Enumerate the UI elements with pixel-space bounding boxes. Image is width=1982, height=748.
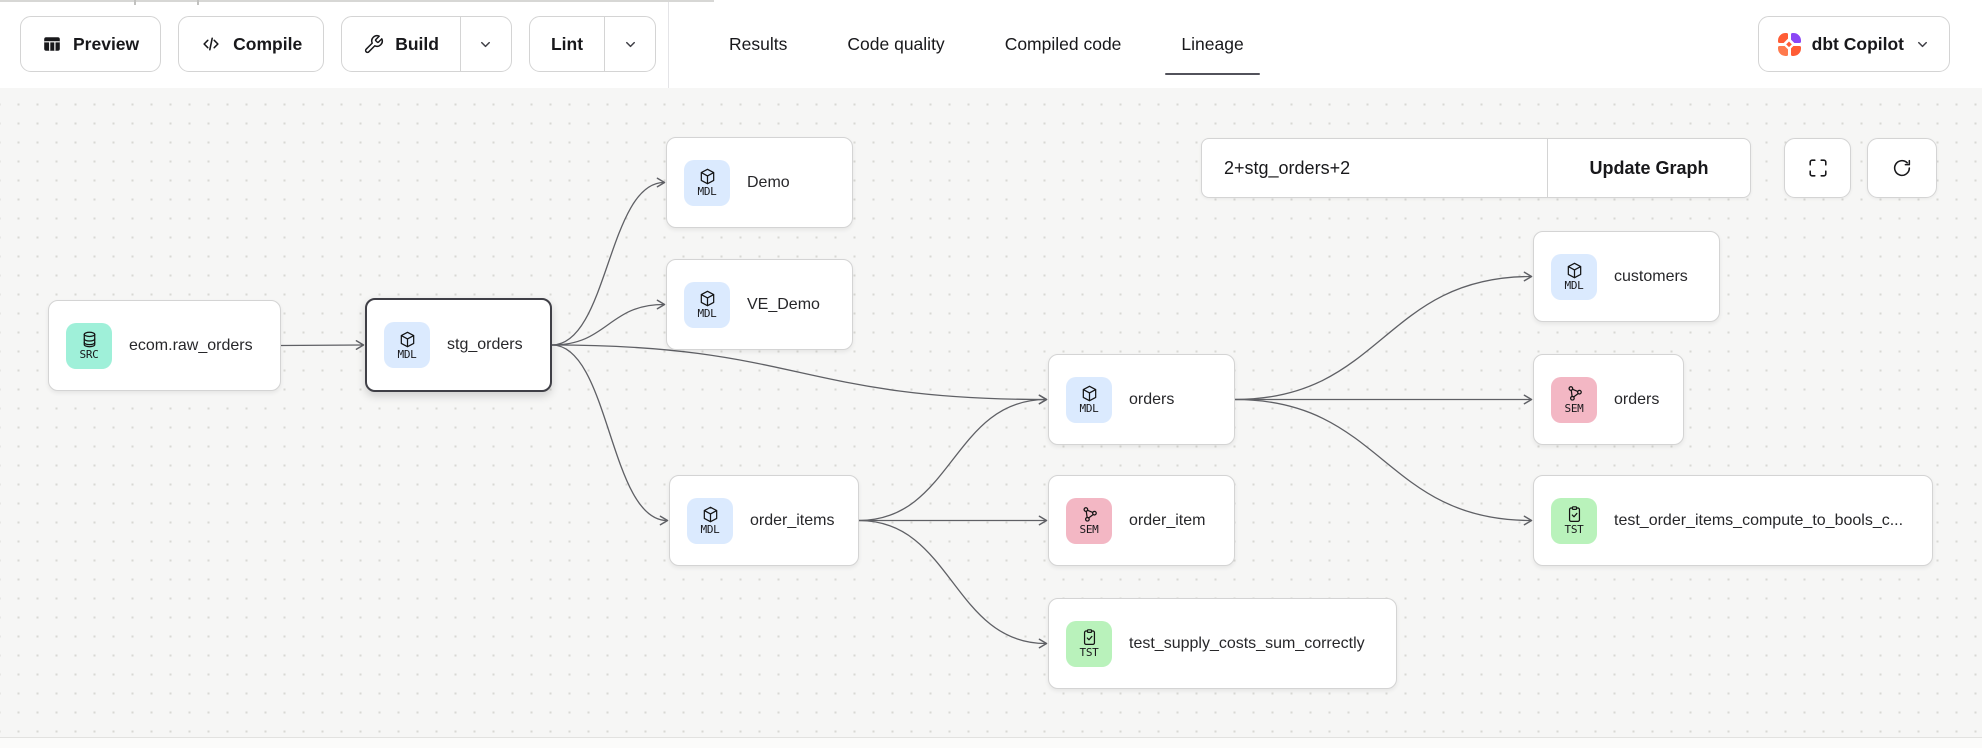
node-type-label: TST bbox=[1079, 646, 1099, 660]
lineage-selector: 2+stg_orders+2 Update Graph bbox=[1201, 138, 1751, 198]
node-label: stg_orders bbox=[447, 336, 523, 353]
toolbar: Preview Compile Build Lint Results Code qual… bbox=[0, 0, 1982, 88]
code-icon bbox=[200, 33, 222, 55]
wrench-icon bbox=[363, 34, 384, 55]
node-type-badge: TST bbox=[1066, 620, 1112, 667]
node-type-badge: MDL bbox=[684, 281, 730, 328]
node-type-label: SEM bbox=[1564, 402, 1584, 416]
refresh-button[interactable] bbox=[1867, 138, 1937, 198]
node-type-label: SEM bbox=[1079, 523, 1099, 537]
node-type-label: MDL bbox=[697, 307, 717, 321]
cube-icon bbox=[698, 289, 717, 308]
node-type-label: MDL bbox=[700, 523, 720, 537]
node-type-badge: MDL bbox=[384, 322, 430, 368]
lineage-node-test_supply[interactable]: TST test_supply_costs_sum_correctly bbox=[1048, 598, 1397, 689]
lineage-node-customers[interactable]: MDL customers bbox=[1533, 231, 1720, 322]
tab-lineage[interactable]: Lineage bbox=[1165, 0, 1261, 88]
editor-pane-edge bbox=[0, 0, 714, 5]
node-label: ecom.raw_orders bbox=[129, 336, 253, 354]
clipboard-check-icon bbox=[1080, 628, 1099, 647]
node-label: customers bbox=[1614, 267, 1688, 285]
selector-input[interactable]: 2+stg_orders+2 bbox=[1202, 139, 1548, 197]
cube-icon bbox=[398, 330, 417, 349]
toolbar-divider bbox=[668, 0, 670, 88]
node-label: orders bbox=[1614, 390, 1660, 408]
build-button[interactable]: Build bbox=[341, 16, 512, 72]
lint-button[interactable]: Lint bbox=[528, 16, 657, 72]
cube-icon bbox=[1080, 384, 1099, 403]
node-type-badge: MDL bbox=[684, 159, 730, 206]
node-type-badge: MDL bbox=[687, 497, 733, 544]
compile-button[interactable]: Compile bbox=[178, 16, 325, 72]
tab-results[interactable]: Results bbox=[729, 33, 788, 54]
node-type-label: MDL bbox=[697, 185, 717, 199]
lineage-node-stg_orders[interactable]: MDL stg_orders bbox=[365, 298, 552, 392]
node-type-badge: MDL bbox=[1066, 376, 1112, 423]
lineage-node-test_order_items[interactable]: TST test_order_items_compute_to_bools_c..… bbox=[1533, 475, 1933, 566]
tab-compiled-code[interactable]: Compiled code bbox=[1004, 33, 1122, 54]
graph-icon bbox=[1565, 384, 1584, 403]
lineage-node-orders_mdl[interactable]: MDL orders bbox=[1048, 354, 1235, 445]
database-icon bbox=[80, 330, 99, 349]
chevron-down-icon bbox=[623, 37, 638, 52]
fullscreen-button[interactable] bbox=[1784, 138, 1851, 198]
node-type-badge: SEM bbox=[1066, 497, 1112, 544]
node-label: Demo bbox=[747, 173, 790, 191]
fullscreen-icon bbox=[1807, 157, 1829, 179]
node-label: test_supply_costs_sum_correctly bbox=[1129, 634, 1365, 652]
dbt-copilot-button[interactable]: dbt Copilot bbox=[1757, 16, 1950, 72]
chevron-down-icon bbox=[478, 37, 493, 52]
node-label: test_order_items_compute_to_bools_c... bbox=[1614, 511, 1904, 529]
node-label: VE_Demo bbox=[747, 295, 820, 313]
lint-dropdown-button[interactable] bbox=[604, 17, 655, 71]
node-type-badge: SRC bbox=[66, 322, 112, 369]
cube-icon bbox=[1565, 261, 1584, 280]
build-dropdown-button[interactable] bbox=[459, 17, 511, 71]
lineage-node-order_items[interactable]: MDL order_items bbox=[669, 475, 859, 566]
preview-button[interactable]: Preview bbox=[20, 16, 162, 72]
lint-label: Lint bbox=[550, 33, 584, 54]
result-tabs: Results Code quality Compiled code Lineage bbox=[713, 0, 1261, 88]
lineage-node-demo[interactable]: MDL Demo bbox=[666, 137, 853, 228]
update-graph-button[interactable]: Update Graph bbox=[1548, 139, 1750, 197]
dbt-copilot-label: dbt Copilot bbox=[1811, 33, 1904, 54]
graph-icon bbox=[1080, 505, 1099, 524]
lineage-node-ecom_raw_orders[interactable]: SRC ecom.raw_orders bbox=[48, 300, 281, 391]
lineage-node-orders_sem[interactable]: SEM orders bbox=[1533, 354, 1684, 445]
node-type-label: SRC bbox=[79, 348, 99, 362]
lineage-node-ve_demo[interactable]: MDL VE_Demo bbox=[666, 259, 853, 350]
clipboard-check-icon bbox=[1565, 505, 1584, 524]
node-type-label: MDL bbox=[1564, 279, 1584, 293]
node-type-label: MDL bbox=[397, 347, 417, 361]
lineage-node-order_item_sem[interactable]: SEM order_item bbox=[1048, 475, 1235, 566]
compile-label: Compile bbox=[233, 33, 303, 54]
cube-icon bbox=[701, 505, 720, 524]
node-type-badge: MDL bbox=[1551, 253, 1597, 300]
node-type-badge: TST bbox=[1551, 497, 1597, 544]
node-label: orders bbox=[1129, 390, 1175, 408]
node-type-badge: SEM bbox=[1551, 376, 1597, 423]
tab-edge-tick bbox=[134, 0, 136, 5]
chevron-down-icon bbox=[1915, 37, 1930, 52]
dbt-logo-icon bbox=[1777, 32, 1801, 56]
action-buttons: Preview Compile Build Lint bbox=[20, 16, 657, 72]
node-type-label: TST bbox=[1564, 523, 1584, 537]
node-label: order_item bbox=[1129, 511, 1206, 529]
tab-code-quality[interactable]: Code quality bbox=[847, 33, 945, 54]
build-label: Build bbox=[395, 33, 439, 54]
node-label: order_items bbox=[750, 511, 835, 529]
tab-edge-tick bbox=[197, 0, 199, 5]
node-type-label: MDL bbox=[1079, 402, 1099, 416]
preview-label: Preview bbox=[73, 33, 140, 54]
table-icon bbox=[42, 34, 62, 54]
cube-icon bbox=[698, 167, 717, 186]
refresh-icon bbox=[1891, 157, 1913, 179]
bottom-strip bbox=[0, 737, 1982, 748]
